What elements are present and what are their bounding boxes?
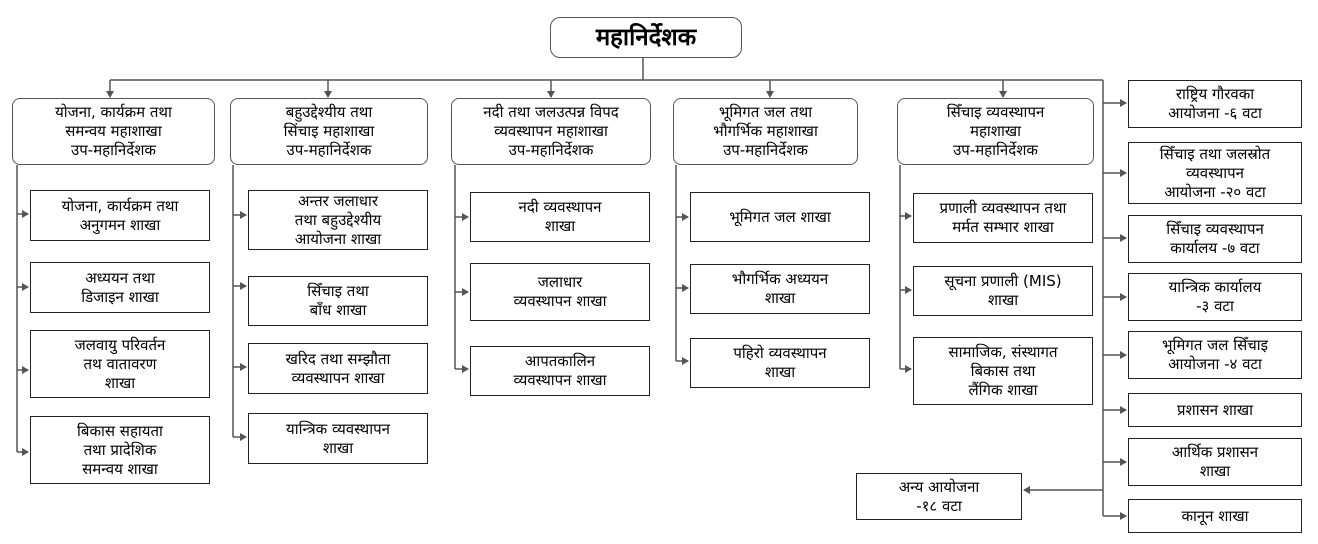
right-unit-label: यान्त्रिक कार्यालय -३ वटा [1168,278,1262,315]
right-unit-box: प्रशासन शाखा [1128,393,1302,427]
right-unit-label: सिँचाइ व्यवस्थापन कार्यालय -७ वटा [1166,220,1264,257]
section-box: सूचना प्रणाली (MIS) शाखा [913,266,1093,316]
section-label: जलवायु परिवर्तन तथ वातावरण शाखा [74,335,166,392]
right-unit-label: आर्थिक प्रशासन शाखा [1171,443,1259,480]
division-head-label: नदी तथा जलउत्पन्न विपद व्यवस्थापन महाशाख… [483,103,619,159]
division-head-label: भूमिगत जल तथा भौगर्भिक महाशाखा उप-महानिर… [713,103,818,159]
section-label: पहिरो व्यवस्थापन शाखा [733,344,827,381]
section-box: आपतकालिन व्यवस्थापन शाखा [470,346,650,396]
right-unit-label: भूमिगत जल सिँचाइ आयोजना -४ वटा [1161,336,1269,373]
section-box: अध्ययन तथा डिजाइन शाखा [30,262,210,313]
division-head-irrigation-management: सिँचाइ व्यवस्थापन महाशाखा उप-महानिर्देशक [897,98,1094,165]
division-head-river-disaster: नदी तथा जलउत्पन्न विपद व्यवस्थापन महाशाख… [451,98,651,165]
section-label: अन्तर जलाधार तथा बहुउद्देश्यीय आयोजना शा… [294,191,382,248]
section-box: सिँचाइ तथा बाँध शाखा [248,276,428,326]
section-box: नदी व्यवस्थापन शाखा [470,192,650,242]
section-box: अन्तर जलाधार तथा बहुउद्देश्यीय आयोजना शा… [248,190,428,250]
director-general-box: महानिर्देशक [550,17,742,58]
section-label: बिकास सहायता तथा प्रादेशिक समन्वय शाखा [77,421,163,478]
right-unit-box: यान्त्रिक कार्यालय -३ वटा [1128,273,1302,321]
right-unit-box: सिँचाइ व्यवस्थापन कार्यालय -७ वटा [1128,215,1302,263]
section-box: जलाधार व्यवस्थापन शाखा [470,263,650,321]
right-unit-box: कानून शाखा [1128,499,1302,533]
section-label: भौगर्भिक अध्ययन शाखा [731,270,829,307]
section-label: नदी व्यवस्थापन शाखा [518,198,602,235]
right-unit-label: कानून शाखा [1181,506,1249,525]
section-box: बिकास सहायता तथा प्रादेशिक समन्वय शाखा [30,416,210,484]
division-head-groundwater: भूमिगत जल तथा भौगर्भिक महाशाखा उप-महानिर… [673,98,858,165]
section-label: यान्त्रिक व्यवस्थापन शाखा [286,419,390,457]
section-box: यान्त्रिक व्यवस्थापन शाखा [248,413,428,464]
right-unit-box: भूमिगत जल सिँचाइ आयोजना -४ वटा [1128,331,1302,379]
section-box: जलवायु परिवर्तन तथ वातावरण शाखा [30,330,210,398]
section-label: खरिद तथा सम्झौता व्यवस्थापन शाखा [285,349,391,387]
section-label: सिँचाइ तथा बाँध शाखा [307,282,369,319]
division-head-multipurpose: बहुउद्देश्यीय तथा सिंचाइ महाशाखा उप-महान… [230,98,428,165]
right-unit-label: राष्ट्रिय गौरवका आयोजना -६ वटा [1168,85,1262,122]
section-label: प्रणाली व्यवस्थापन तथा मर्मत सम्भार शाखा [939,199,1067,236]
right-unit-box: आर्थिक प्रशासन शाखा [1128,438,1302,486]
right-unit-box: राष्ट्रिय गौरवका आयोजना -६ वटा [1128,80,1302,128]
section-box: भौगर्भिक अध्ययन शाखा [690,264,870,314]
section-label: सामाजिक, संस्थागत बिकास तथा लैंगिक शाखा [948,342,1058,399]
section-label: आपतकालिन व्यवस्थापन शाखा [513,352,607,389]
division-head-label: सिँचाइ व्यवस्थापन महाशाखा उप-महानिर्देशक [946,103,1045,159]
division-head-label: बहुउद्देश्यीय तथा सिंचाइ महाशाखा उप-महान… [283,103,375,159]
section-box: भूमिगत जल शाखा [690,192,870,242]
section-box: खरिद तथा सम्झौता व्यवस्थापन शाखा [248,343,428,394]
right-unit-box: सिँचाइ तथा जलस्रोत व्यवस्थापन आयोजना -२०… [1128,142,1302,204]
section-label: अध्ययन तथा डिजाइन शाखा [81,268,159,306]
other-projects-label: अन्य आयोजना -१८ वटा [898,477,980,515]
director-general-label: महानिर्देशक [595,23,697,51]
section-box: सामाजिक, संस्थागत बिकास तथा लैंगिक शाखा [913,337,1093,405]
division-head-planning: योजना, कार्यक्रम तथा समन्वय महाशाखा उप-म… [12,98,215,165]
right-unit-label: प्रशासन शाखा [1176,400,1254,419]
right-unit-label: सिँचाइ तथा जलस्रोत व्यवस्थापन आयोजना -२०… [1159,144,1271,201]
section-label: जलाधार व्यवस्थापन शाखा [513,273,607,310]
section-box: प्रणाली व्यवस्थापन तथा मर्मत सम्भार शाखा [913,193,1093,243]
section-label: योजना, कार्यक्रम तथा अनुगमन शाखा [61,196,179,234]
division-head-label: योजना, कार्यक्रम तथा समन्वय महाशाखा उप-म… [55,103,172,159]
section-label: भूमिगत जल शाखा [729,207,831,226]
section-box: योजना, कार्यक्रम तथा अनुगमन शाखा [30,190,210,241]
other-projects-box: अन्य आयोजना -१८ वटा [856,473,1022,520]
section-box: पहिरो व्यवस्थापन शाखा [690,338,870,388]
section-label: सूचना प्रणाली (MIS) शाखा [944,272,1062,309]
